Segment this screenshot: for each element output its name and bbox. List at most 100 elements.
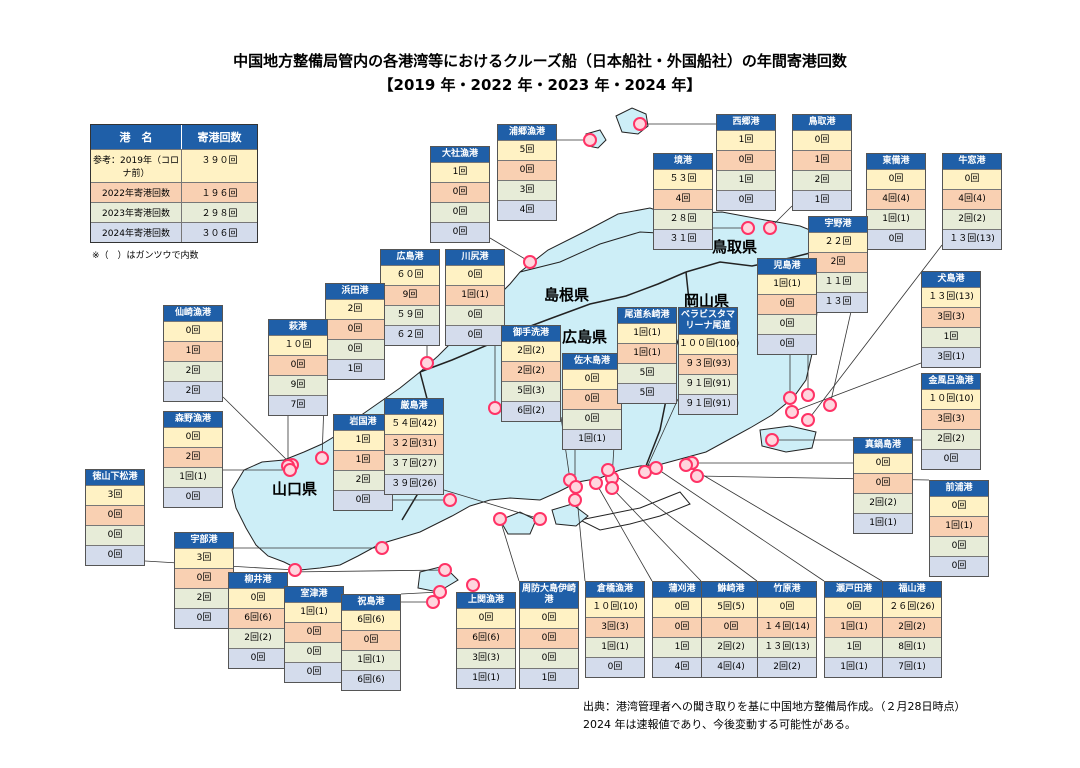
port-count: 1回(1): [563, 429, 621, 449]
port-count: 2回(2): [758, 657, 816, 677]
port-marker: [288, 563, 302, 577]
port-count: １３回(13): [943, 229, 1001, 249]
port-name: 周防大島伊崎港: [520, 582, 578, 608]
port-count: 0回: [717, 150, 775, 170]
port-marker: [438, 563, 452, 577]
port-count: 1回(1): [342, 650, 400, 670]
leader-line: [489, 237, 531, 263]
port-count: ６２回: [381, 325, 439, 345]
port-count: 1回: [520, 668, 578, 688]
port-name: 境港: [654, 154, 712, 169]
port-count: 1回(1): [758, 274, 816, 294]
pref-label-shimane: 島根県: [544, 286, 590, 304]
legend-row-label: 参考：2019年（コロナ前）: [91, 150, 182, 182]
port-count: 0回: [285, 662, 343, 682]
port-count: ６０回: [381, 265, 439, 285]
port-marker: [583, 133, 597, 147]
port-name: 西郷港: [717, 115, 775, 130]
port-name: 尾道糸崎港: [618, 308, 676, 323]
port-count: ５４回(42): [385, 414, 443, 434]
port-count: 0回: [164, 321, 222, 341]
port-count: 4回: [654, 189, 712, 209]
port-name: 祝島港: [342, 595, 400, 610]
legend-row-label: 2024年寄港回数: [91, 223, 182, 242]
legend-note: ※（ ）はガンツウで内数: [92, 251, 199, 261]
port-marker: [433, 585, 447, 599]
port-count: 0回: [758, 294, 816, 314]
port-marker: [741, 221, 755, 235]
port-count: 4回(4): [702, 657, 760, 677]
legend-row-value: ２９８回: [201, 209, 238, 219]
legend-row-label: 2023年寄港回数: [91, 203, 182, 222]
port-count: 1回: [164, 341, 222, 361]
source-disclaimer: 2024 年は速報値であり、今後変動する可能性がある。: [583, 718, 856, 731]
port-count: 1回(1): [825, 657, 883, 677]
port-count: ２８回: [654, 209, 712, 229]
port-name: 室津港: [285, 587, 343, 602]
port-count: 1回(1): [618, 343, 676, 363]
port-count: 2回(2): [502, 361, 560, 381]
port-count: １３回(13): [922, 287, 980, 307]
port-count: 0回: [175, 608, 233, 628]
port-count: 1回(1): [618, 323, 676, 343]
port-count: 9回: [269, 375, 327, 395]
port-count: ３１回: [654, 229, 712, 249]
port-count: 0回: [922, 449, 980, 469]
map-title: 中国地方整備局管内の各港湾等におけるクルーズ船（日本船社・外国船社）の年間寄港回…: [233, 52, 847, 70]
port-count: 1回: [334, 450, 392, 470]
port-count: 2回(2): [854, 493, 912, 513]
port-count: 0回: [930, 556, 988, 576]
port-markers: [281, 117, 837, 609]
port-marker: [315, 451, 329, 465]
port-count: １４回(14): [758, 617, 816, 637]
port-count: 1回: [793, 190, 851, 210]
port-count: ９３回(93): [679, 354, 737, 374]
port-name: 児島港: [758, 259, 816, 274]
port-name: 佐木島港: [563, 354, 621, 369]
port-count: 0回: [334, 490, 392, 510]
legend-row-label: 2022年寄港回数: [91, 183, 182, 202]
port-count: 0回: [86, 525, 144, 545]
port-count: 2回(2): [502, 341, 560, 361]
port-count: 7回(1): [883, 657, 941, 677]
port-name: ベラビスタマリーナ尾道: [679, 308, 737, 334]
port-count: 1回: [326, 359, 384, 379]
port-name: 萩港: [269, 320, 327, 335]
port-name: 宇部港: [175, 533, 233, 548]
port-count: 2回: [164, 361, 222, 381]
port-count: ２２回: [809, 232, 867, 252]
port-count: 1回(1): [867, 209, 925, 229]
leader-line: [222, 396, 293, 466]
port-count: １００回(100): [679, 334, 739, 354]
port-name: 岩国港: [334, 415, 392, 430]
port-count: 1回: [717, 130, 775, 150]
port-count: 2回: [793, 170, 851, 190]
port-count: 5回(3): [502, 381, 560, 401]
port-count: ２６回(26): [883, 597, 941, 617]
port-count: 1回: [825, 637, 883, 657]
port-count: 4回: [498, 200, 556, 220]
port-count: ９１回(91): [679, 394, 737, 414]
port-name: 金風呂漁港: [922, 374, 980, 389]
port-count: 5回(5): [702, 597, 760, 617]
port-count: 0回: [520, 648, 578, 668]
port-name: 倉橋漁港: [586, 582, 644, 597]
port-count: 0回: [446, 265, 504, 285]
